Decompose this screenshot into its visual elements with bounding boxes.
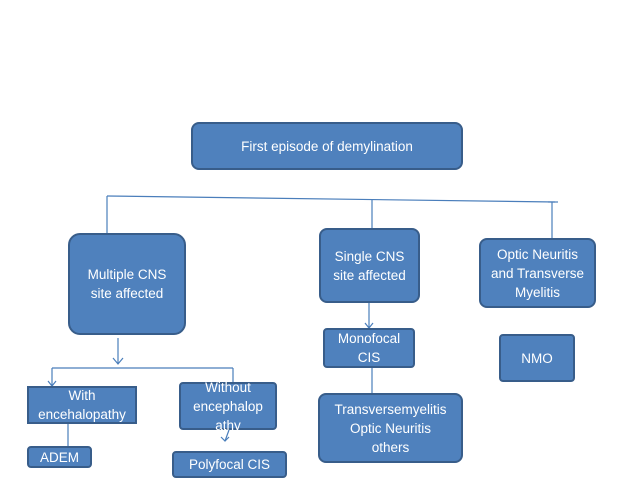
nmo-node: NMO	[499, 334, 575, 382]
monofocal-cis-node: Monofocal CIS	[323, 328, 415, 368]
with-encephalopathy-node: With encehalopathy	[27, 386, 137, 424]
optic-transverse-node: Optic Neuritis and Transverse Myelitis	[479, 238, 596, 308]
single-cns-node: Single CNS site affected	[319, 228, 420, 303]
arrowhead-polyfocal	[220, 436, 230, 442]
polyfocal-cis-node: Polyfocal CIS	[172, 451, 287, 478]
connector-without-polyfocal	[224, 429, 230, 442]
adem-node: ADEM	[27, 446, 92, 468]
arrowhead-multiple	[112, 357, 124, 365]
multiple-cns-node: Multiple CNS site affected	[68, 233, 186, 335]
transverse-myelitis-node: Transversemyelitis Optic Neuritis others	[318, 393, 463, 463]
without-encephalopathy-node: Without encephalop athy	[179, 380, 277, 433]
root-node: First episode of demylination	[191, 122, 463, 170]
branch-line-top	[106, 195, 556, 203]
